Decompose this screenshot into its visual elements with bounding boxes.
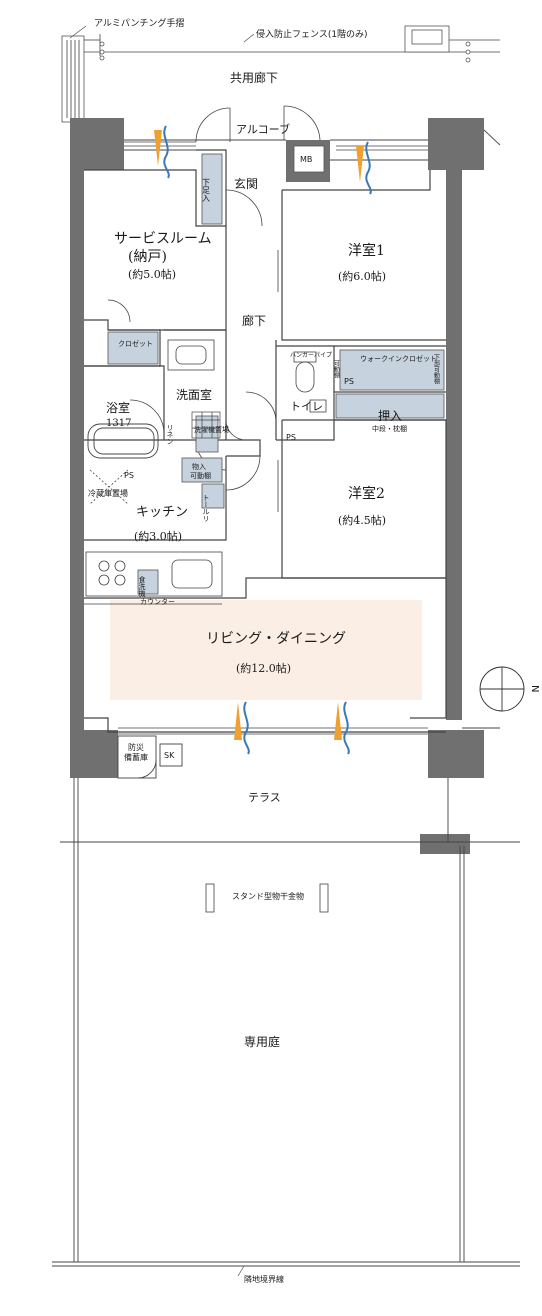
hallway-label: 廊下 <box>242 313 266 328</box>
fence-posts <box>99 41 471 63</box>
exterior-top <box>61 25 500 123</box>
washroom-label: 洗面室 <box>176 387 212 402</box>
hanger-pipe-label: ハンガーパイプ <box>290 351 332 359</box>
ps-label-toilet: PS <box>286 433 296 442</box>
oshiire-sub-label: 中段・枕棚 <box>372 424 407 433</box>
toilet-fixture <box>293 351 327 413</box>
disaster-label-2: 備蓄庫 <box>124 752 148 762</box>
kitchen-label: キッチン <box>136 505 188 520</box>
service-room-size-label: (約5.0帖) <box>128 267 176 281</box>
fence-label: 侵入防止フェンス(1階のみ) <box>256 28 368 40</box>
living-area-fill <box>110 600 422 700</box>
north-compass <box>479 666 525 712</box>
room2-size-label: (約4.5帖) <box>338 513 386 527</box>
service-room-label: サービスルーム <box>114 231 212 247</box>
lower-adjustable-shelf-label: 下部可動棚 <box>433 354 440 385</box>
right-wall-stub <box>483 129 501 146</box>
terrace-label: テラス <box>248 791 281 804</box>
bathtub <box>87 423 159 459</box>
airflow-markers <box>154 125 372 755</box>
dishwasher-label: 食洗機 <box>138 575 146 598</box>
stand-label: スタンド型物干金物 <box>232 891 304 901</box>
toilet-label: トイレ <box>290 400 323 413</box>
closet-label: クロゼット <box>118 339 153 348</box>
north-label: N <box>529 685 540 692</box>
entrance-door <box>195 105 321 143</box>
lower-exterior <box>52 727 520 1267</box>
fridge-label: 冷蔵庫置場 <box>88 488 128 498</box>
bath-size-label: 1317 <box>106 418 131 429</box>
washer-label: 洗濯機置場 <box>194 425 229 434</box>
interior-walls <box>84 149 447 733</box>
oshiire-label: 押入 <box>378 409 402 423</box>
ps-label-kitchen: PS <box>124 471 134 480</box>
kitchen-fixtures <box>84 469 223 605</box>
living-size-label: (約12.0帖) <box>236 661 291 675</box>
storage-sub-label: 可動棚 <box>190 471 211 480</box>
disaster-label: 防災 <box>128 742 144 752</box>
room1-size-label: (約6.0帖) <box>338 269 386 283</box>
alcove-label: アルコーブ <box>236 122 290 136</box>
bath-label: 浴室 <box>106 400 130 415</box>
entrance-label: 玄関 <box>234 176 258 191</box>
ps-label-walkin: PS <box>344 377 354 386</box>
room1-label: 洋室1 <box>348 242 385 259</box>
tall-storage-label: トールリ <box>202 494 210 522</box>
service-room-sub-label: (納戸) <box>128 249 167 265</box>
clothes-dryer-stands <box>205 883 329 913</box>
mb-label: MB <box>300 155 312 164</box>
storage-fills <box>107 153 445 595</box>
common-corridor-label: 共用廊下 <box>230 70 278 85</box>
adjustable-shelf-label: 可動棚 <box>333 360 340 379</box>
sk-label: SK <box>164 751 175 760</box>
shoe-box-label: 下足入 <box>202 178 211 202</box>
boundary-label: 隣地境界線 <box>244 1274 284 1284</box>
washbasin <box>167 339 215 371</box>
linen-label: リネン <box>166 424 174 445</box>
storage-label: 物入 <box>192 462 206 471</box>
kitchen-size-label: (約3.0帖) <box>134 529 182 543</box>
garden-label: 専用庭 <box>244 1034 280 1049</box>
counter-label: カウンター <box>140 597 175 606</box>
handrail-label: アルミパンチング手摺 <box>94 17 184 29</box>
washer-place <box>191 411 221 439</box>
walkin-closet-label: ウォークインクロゼット <box>360 354 437 363</box>
living-label: リビング・ダイニング <box>206 631 346 647</box>
room2-label: 洋室2 <box>348 485 385 502</box>
